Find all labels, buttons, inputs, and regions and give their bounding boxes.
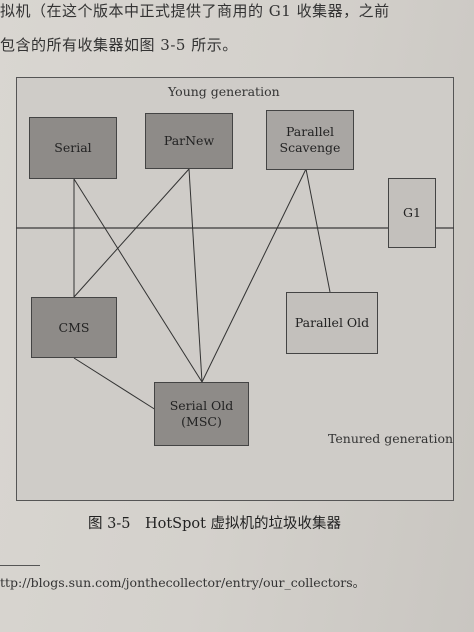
node-parallel-scavenge: Parallel Scavenge <box>266 110 354 170</box>
diagram-connections <box>16 168 454 411</box>
edge-cms-serialold <box>73 357 157 411</box>
figure-caption: 图 3-5 HotSpot 虚拟机的垃圾收集器 <box>88 516 342 532</box>
node-parallel-old: Parallel Old <box>286 292 378 354</box>
footnote-url: ttp://blogs.sun.com/jonthecollector/entr… <box>0 575 366 590</box>
footnote-rule <box>0 565 40 566</box>
edge-scavenge-serialold <box>201 168 307 383</box>
edge-parnew-serialold <box>188 168 203 383</box>
node-parnew: ParNew <box>145 113 233 169</box>
body-text-line-2: 包含的所有收集器如图 3-5 所示。 <box>0 36 238 54</box>
young-generation-label: Young generation <box>168 84 280 99</box>
body-text-line-1: 拟机（在这个版本中正式提供了商用的 G1 收集器，之前 <box>0 2 390 20</box>
edge-serial-serialold <box>73 178 203 383</box>
edge-parnew-cms <box>73 168 190 298</box>
edge-scavenge-parallelold <box>305 168 331 293</box>
tenured-generation-label: Tenured generation <box>328 431 454 446</box>
node-cms: CMS <box>31 297 117 358</box>
node-serial: Serial <box>29 117 117 179</box>
node-serial-old: Serial Old (MSC) <box>154 382 249 446</box>
node-g1: G1 <box>388 178 436 248</box>
